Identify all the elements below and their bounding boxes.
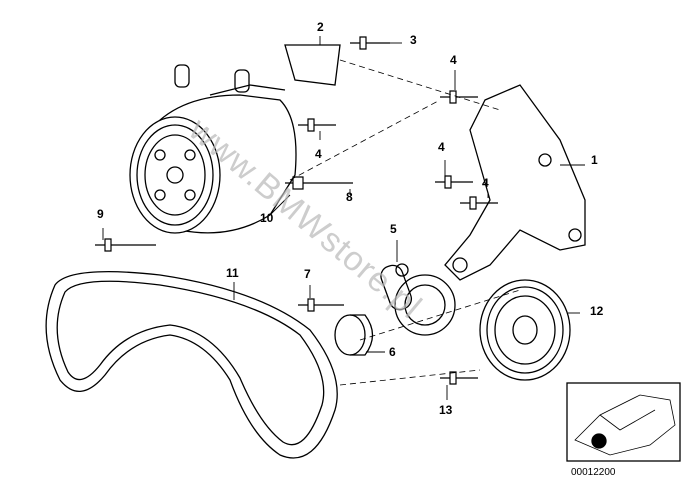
callout-12: 12	[590, 304, 604, 318]
vehicle-locator-inset	[566, 382, 681, 462]
bracket-2	[284, 44, 341, 86]
callout-4d: 4	[482, 176, 489, 190]
idler-pulley	[334, 314, 374, 356]
callout-3: 3	[410, 33, 417, 47]
callout-11: 11	[226, 266, 239, 280]
inset-code: 00012200	[571, 467, 616, 478]
callout-5: 5	[390, 222, 397, 236]
tensioner	[380, 263, 456, 336]
alignment-lines	[289, 59, 521, 386]
callout-1: 1	[591, 153, 598, 167]
callout-2: 2	[317, 20, 324, 34]
callout-8: 8	[346, 190, 353, 204]
bracket-1	[444, 84, 586, 281]
callout-10: 10	[260, 211, 274, 225]
callout-7: 7	[304, 267, 311, 281]
crank-pulley	[479, 279, 571, 381]
leader-lines	[102, 36, 585, 400]
callout-4c: 4	[438, 140, 445, 154]
ac-compressor	[129, 64, 297, 234]
callout-4a: 4	[450, 53, 457, 67]
callout-9: 9	[97, 207, 104, 221]
drive-belt	[45, 271, 338, 459]
callout-6: 6	[389, 345, 396, 359]
callout-13: 13	[439, 403, 453, 417]
callout-4b: 4	[315, 147, 322, 161]
